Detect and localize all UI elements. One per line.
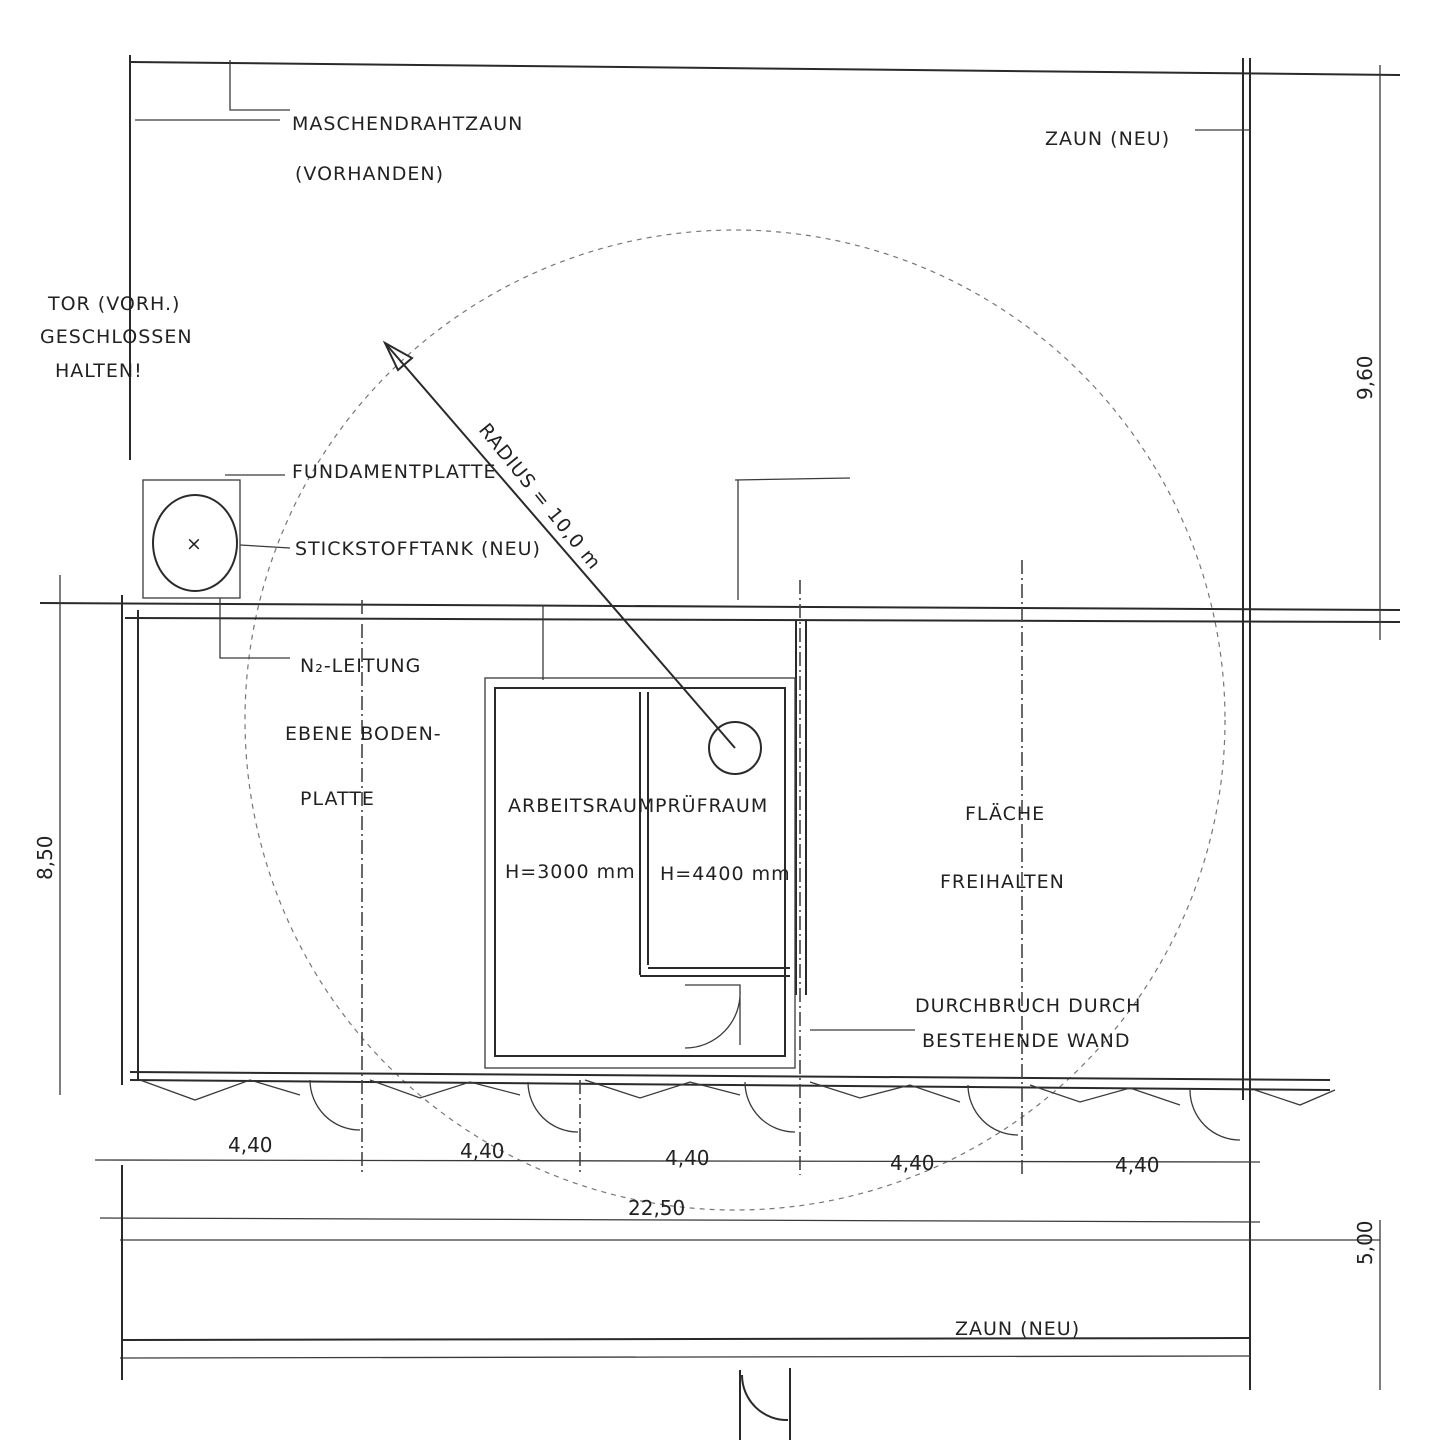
breakthrough-label-1: DURCHBRUCH DURCH (915, 995, 1141, 1017)
work-room-label: ARBEITSRAUM (508, 795, 655, 817)
bay-dimension: 4,40 (890, 1151, 935, 1175)
keep-clear-label-2: FREIHALTEN (940, 871, 1065, 893)
site-boundary (129, 55, 1401, 1390)
radius-arrow (382, 340, 736, 749)
foundation-label: FUNDAMENTPLATTE (292, 461, 496, 483)
test-room-label: PRÜFRAUM (655, 794, 768, 817)
mesh-fence-label: MASCHENDRAHTZAUN (292, 113, 523, 135)
bottom-depth-dimension: 5,00 (1353, 1220, 1377, 1265)
roller-doors (139, 1079, 1336, 1141)
total-width-dimension: 22,50 (628, 1196, 685, 1220)
column-grid (361, 560, 1023, 1175)
gate-label-3: HALTEN! (55, 360, 143, 382)
building-walls (39, 477, 1401, 1091)
bay-dimension: 4,40 (665, 1146, 710, 1170)
top-depth-dimension: 9,60 (1353, 355, 1377, 400)
floor-slab-label-1: EBENE BODEN- (285, 723, 442, 745)
gate-label-1: TOR (VORH.) (47, 293, 180, 315)
container-rooms (484, 677, 796, 1069)
bay-dimension: 4,40 (460, 1139, 505, 1163)
fence-new-top-label: ZAUN (NEU) (1045, 128, 1170, 150)
bottom-fence (119, 1165, 1251, 1440)
work-room-height-label: H=3000 mm (505, 861, 636, 883)
mesh-fence-status-label: (VORHANDEN) (295, 163, 444, 185)
svg-text:×: × (186, 533, 203, 555)
fence-new-bottom-label: ZAUN (NEU) (955, 1318, 1080, 1340)
building-depth-dimension: 8,50 (33, 835, 57, 880)
bay-dimension: 4,40 (1115, 1153, 1160, 1177)
n2-line-label: N₂-LEITUNG (300, 655, 421, 677)
dimension-lines (59, 65, 1381, 1390)
test-room-height-label: H=4400 mm (660, 863, 791, 885)
nitrogen-tank: × (142, 474, 291, 659)
floor-slab-label-2: PLATTE (300, 788, 375, 810)
gate-label-2: GESCHLOSSEN (40, 326, 193, 348)
bay-dimension: 4,40 (228, 1133, 273, 1157)
hazard-radius-circle (244, 229, 1226, 1211)
keep-clear-label-1: FLÄCHE (965, 802, 1045, 825)
breakthrough-label-2: BESTEHENDE WAND (922, 1030, 1130, 1052)
test-object-circle (708, 721, 762, 775)
nitrogen-tank-label: STICKSTOFFTANK (NEU) (295, 538, 541, 560)
